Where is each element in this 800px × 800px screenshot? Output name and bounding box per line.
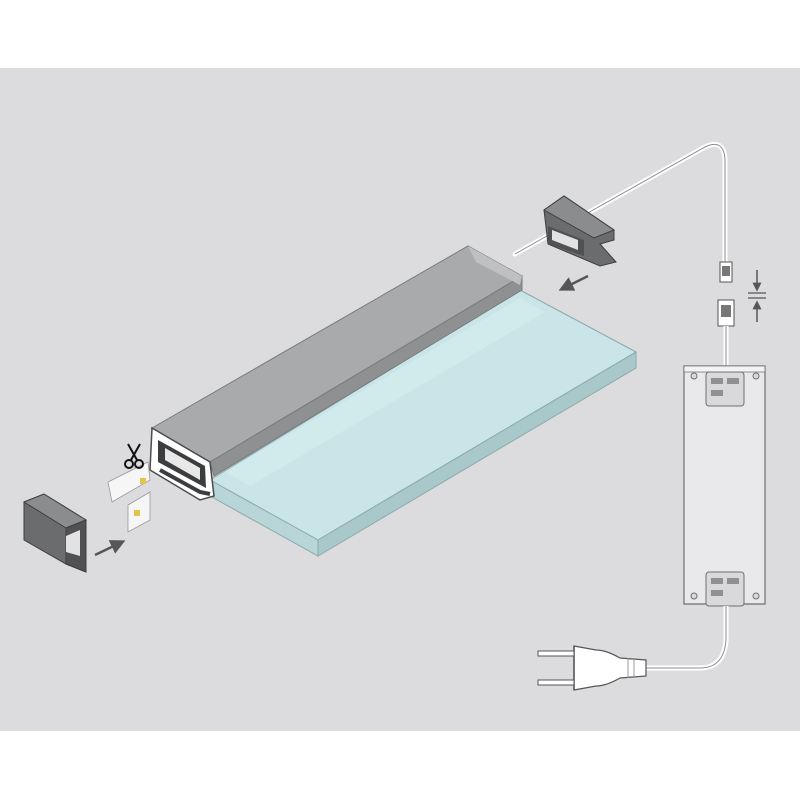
aluminium-profile — [149, 245, 524, 501]
connector — [717, 261, 735, 368]
mains-plug — [537, 645, 647, 691]
arrow-left-cap — [94, 540, 126, 557]
connector-push-arrows — [748, 270, 766, 322]
glass-shelf — [209, 289, 638, 557]
scissors-icon — [124, 443, 144, 469]
end-cap-left — [22, 493, 88, 573]
power-supply — [683, 365, 766, 607]
led-strip — [107, 461, 151, 533]
assembly-diagram — [0, 68, 800, 731]
arrow-right-cap — [558, 274, 589, 291]
diagram-svg — [0, 68, 800, 731]
end-cap-right — [543, 195, 617, 267]
